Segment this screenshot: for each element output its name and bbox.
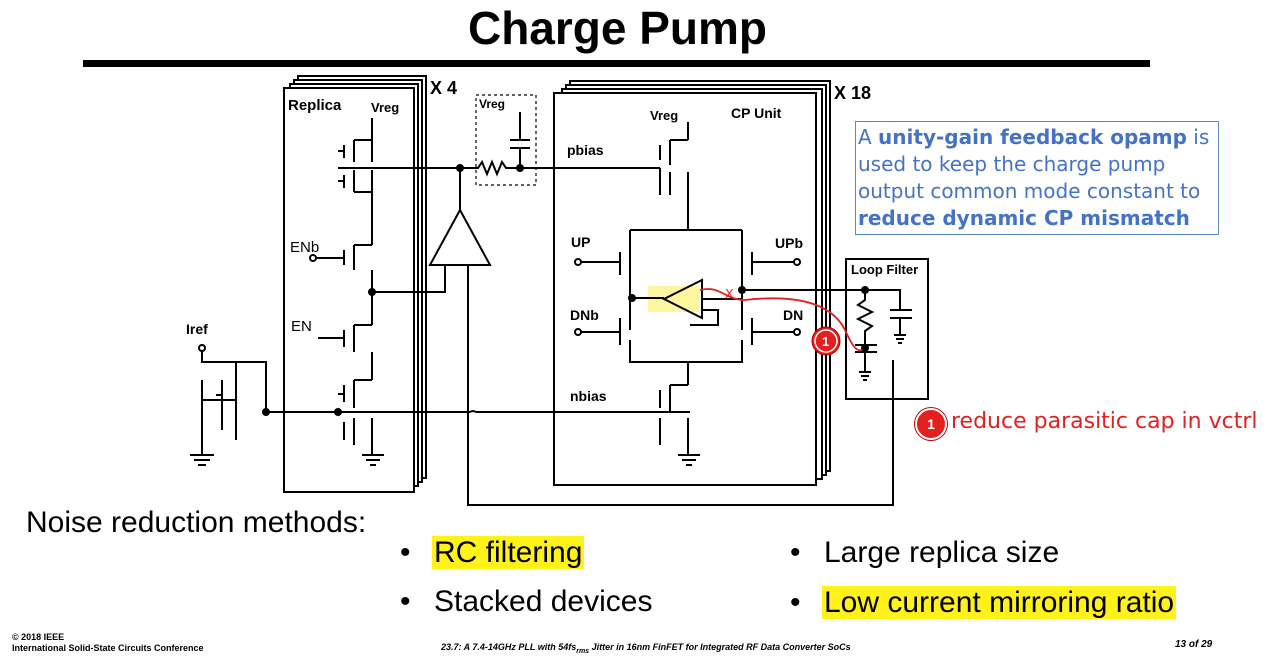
bullet-dot: • bbox=[790, 586, 801, 619]
vctrl-annotation-wire bbox=[699, 288, 863, 352]
replica-label: Replica bbox=[288, 97, 342, 114]
opamp-callout: A unity-gain feedback opamp is used to k… bbox=[855, 121, 1219, 235]
footer-copyright: © 2018 IEEE bbox=[12, 632, 65, 642]
footer-paper-sub: rms bbox=[576, 647, 590, 655]
bullet-large-replica: • Large replica size bbox=[790, 535, 1061, 571]
cp-transistors bbox=[574, 122, 801, 466]
mismatch-mark: X bbox=[725, 286, 734, 301]
replica-multiplier: X 4 bbox=[430, 78, 457, 98]
bullet-rc-filtering: • RC filtering bbox=[400, 535, 585, 571]
footer-paper-suffix: Jitter in 16nm FinFET for Integrated RF … bbox=[589, 642, 851, 652]
page-number: 13 of 29 bbox=[1175, 639, 1213, 650]
nbias-label: nbias bbox=[570, 388, 607, 404]
dnb-label: DNb bbox=[570, 307, 599, 323]
bullet-stacked-devices: • Stacked devices bbox=[400, 584, 654, 620]
iref-mirror bbox=[190, 344, 690, 466]
rc-filter-box bbox=[475, 94, 537, 186]
dn-label: DN bbox=[783, 307, 803, 323]
cp-opamp bbox=[632, 278, 869, 326]
replica-opamp bbox=[372, 164, 894, 506]
footer-conference-name: International Solid-State Circuits Confe… bbox=[12, 643, 204, 653]
bullet-text: Low current mirroring ratio bbox=[822, 586, 1177, 619]
footer-paper-title: 23.7: A 7.4-14GHz PLL with 54fsrms Jitte… bbox=[441, 642, 851, 655]
title-underline bbox=[83, 60, 1150, 67]
cp-multiplier: X 18 bbox=[834, 83, 871, 103]
vctrl-badge-number: 1 bbox=[822, 334, 829, 349]
bullet-text: RC filtering bbox=[432, 536, 585, 569]
loop-filter-label: Loop Filter bbox=[851, 262, 918, 277]
replica-vreg-label: Vreg bbox=[371, 100, 399, 115]
footer-conference: © 2018 IEEE International Solid-State Ci… bbox=[12, 632, 204, 654]
cp-vreg-label: Vreg bbox=[650, 108, 678, 123]
cp-unit-block bbox=[553, 80, 831, 486]
bullet-text: Large replica size bbox=[824, 536, 1060, 569]
loop-filter-components bbox=[855, 289, 912, 381]
bullet-dot: • bbox=[790, 536, 801, 569]
callout-text-2: is used to keep the charge pump output c… bbox=[858, 125, 1210, 203]
en-label: EN bbox=[291, 318, 312, 335]
pbias-line bbox=[338, 112, 660, 177]
slide-title: Charge Pump bbox=[467, 2, 768, 54]
bullet-low-mirroring: • Low current mirroring ratio bbox=[790, 585, 1177, 621]
iref-label: Iref bbox=[186, 321, 208, 337]
callout-bold-2: reduce dynamic CP mismatch bbox=[858, 206, 1190, 230]
pbias-label: pbias bbox=[567, 142, 604, 158]
loop-filter-box bbox=[845, 258, 929, 400]
callout-text-1: A bbox=[858, 125, 879, 149]
upb-label: UPb bbox=[775, 235, 803, 251]
footer-paper-prefix: 23.7: A 7.4-14GHz PLL with 54fs bbox=[441, 642, 577, 652]
filter-vreg-label: Vreg bbox=[479, 97, 505, 111]
noise-heading: Noise reduction methods: bbox=[26, 506, 367, 539]
bullet-text: Stacked devices bbox=[434, 585, 653, 618]
cp-unit-label: CP Unit bbox=[731, 105, 782, 121]
bullet-dot: • bbox=[400, 585, 411, 618]
enb-label: ENb bbox=[290, 239, 319, 256]
bullet-dot: • bbox=[400, 536, 411, 569]
note-badge: 1 bbox=[915, 408, 947, 440]
vctrl-badge: 1 bbox=[811, 326, 841, 356]
note-text: reduce parasitic cap in vctrl bbox=[951, 409, 1258, 434]
callout-bold-1: unity-gain feedback opamp bbox=[878, 125, 1187, 149]
up-label: UP bbox=[571, 234, 590, 250]
